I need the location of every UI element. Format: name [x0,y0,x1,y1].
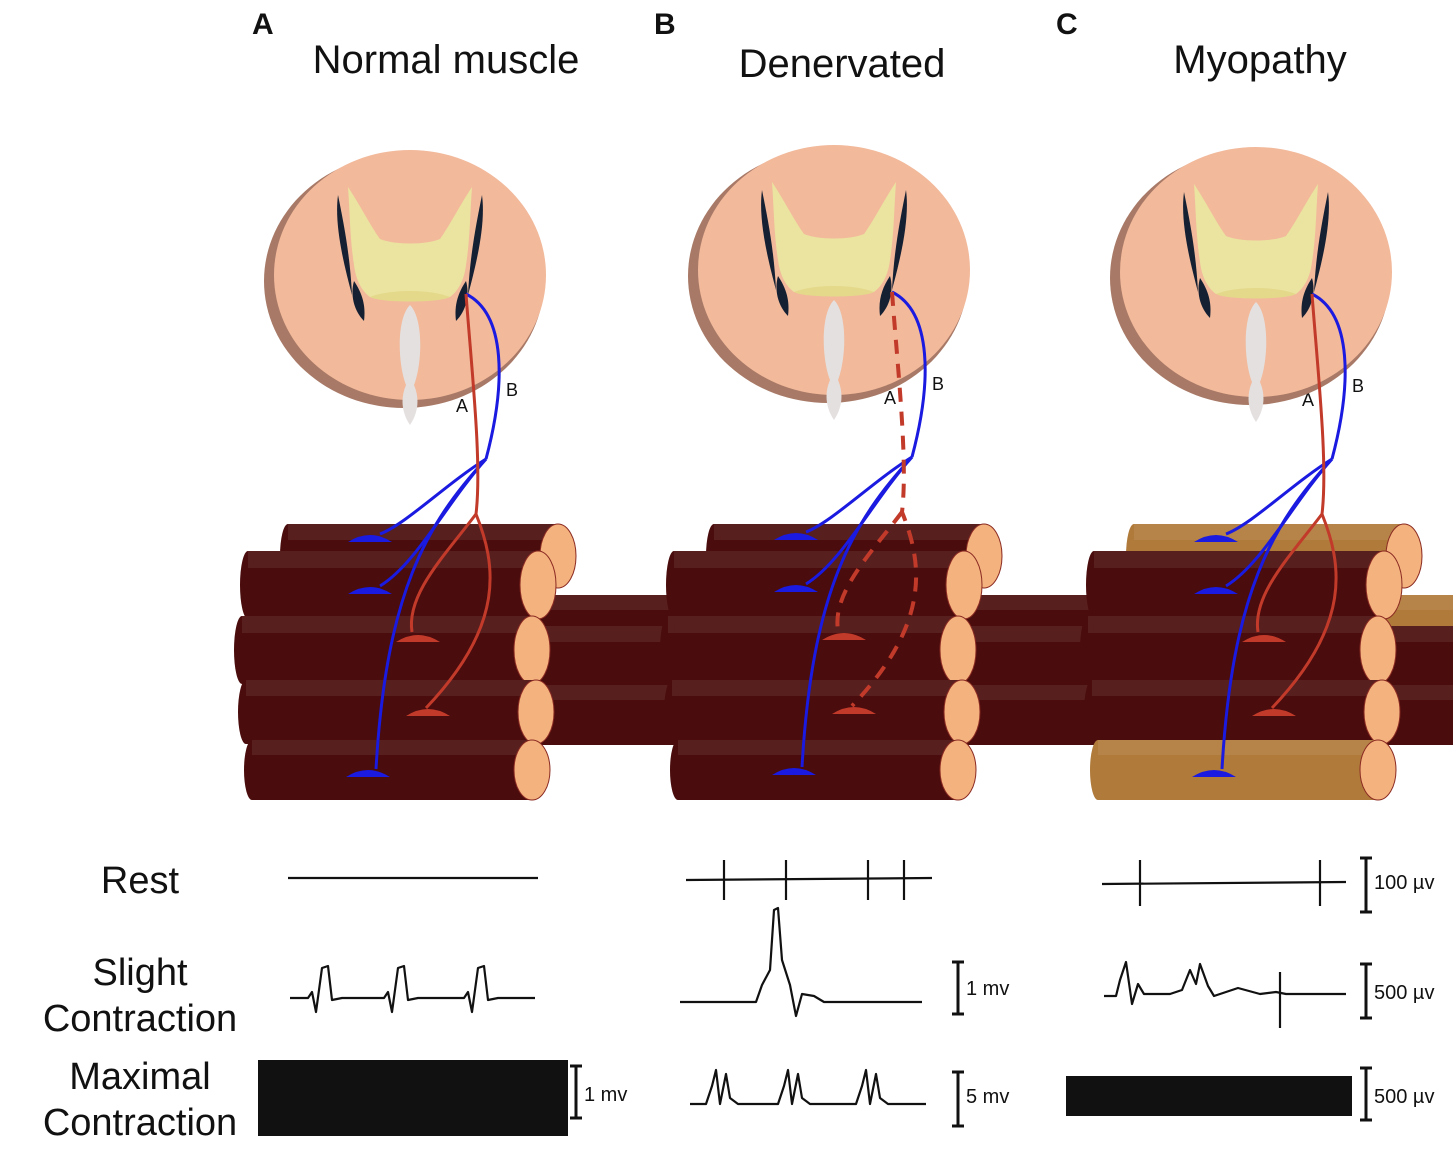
axon-a-branch-c [1255,513,1324,633]
endplate-b3-a [346,770,390,777]
row-label-slight: Slight Contraction [42,952,238,1040]
scale-bar-a-maximal [570,1064,582,1120]
muscle-fiber-c-6 [1084,679,1401,745]
scale-label-a-maximal: 1 mv [584,1084,628,1106]
endplate-b1-c [1194,535,1238,542]
muscle-fiber-c-7 [1090,739,1397,801]
spinal-cord-c [1110,147,1392,422]
endplate-b2-c [1194,587,1238,594]
scale-bar-b-slight [952,960,964,1016]
muscle-fiber-c-2 [1086,550,1403,620]
endplate-a2-a [406,709,450,716]
endplate-a1-b [822,633,866,640]
muscle-fiber-a-4 [234,615,551,685]
nerve-label-b-panel-b: B [932,374,945,394]
spinal-cord-a [264,150,546,425]
panel-letter-b: B [654,8,676,41]
nerve-label-b-panel-a: B [506,380,519,400]
trace-b-maximal [690,1068,926,1106]
muscle-fiber-b-2 [666,550,983,620]
axon-b-b [891,290,927,458]
scale-label-b-slight: 1 mv [966,978,1010,1000]
axon-b-branch3-c [1220,457,1334,770]
row-label-rest: Rest [100,860,180,902]
panel-title-b: Denervated [738,42,946,86]
axon-b-branch1-c [1225,457,1333,536]
endplate-a2-c [1252,709,1296,716]
panel-letter-c: C [1056,8,1078,41]
axon-a-branch-a [409,513,478,633]
trace-a-slight [290,964,535,1014]
scale-label-c-maximal: 500 µv [1374,1086,1435,1108]
muscle-fiber-b-7 [670,739,977,801]
axon-b-branch1-b [805,455,913,534]
trace-b-slight [680,906,922,1018]
muscle-fiber-b-4 [660,615,977,685]
nerve-label-a-panel-a: A [456,396,469,416]
spinal-cord-b [688,145,970,420]
endplate-a1-c [1242,635,1286,642]
axon-a-branch-b [835,510,904,631]
endplate-b3-b [772,768,816,775]
trace-c-slight [1104,960,1346,1006]
scale-bar-c-maximal [1360,1066,1372,1122]
nerve-label-a-panel-c: A [1302,390,1315,410]
scale-label-c-slight: 500 µv [1374,982,1435,1004]
muscle-fiber-a-7 [244,739,551,801]
scale-label-c-rest: 100 µv [1374,872,1435,894]
nerve-label-b-panel-c: B [1352,376,1365,396]
muscle-fiber-a-6 [238,679,555,745]
axon-b-branch1-a [379,457,487,536]
axon-b-c [1311,292,1347,460]
endplate-a1-a [396,635,440,642]
axon-b-a [465,292,501,460]
nerve-label-a-panel-b: A [884,388,897,408]
trace-b-rest [685,876,933,882]
endplate-b2-b [774,585,818,592]
muscle-fiber-c-4 [1080,615,1397,685]
axon-b-branch3-b [800,455,914,768]
panel-letter-a: A [252,8,274,41]
scale-bar-c-rest [1360,856,1372,914]
trace-a-maximal [258,1060,568,1136]
endplate-b1-a [348,535,392,542]
endplate-a2-b [832,707,876,714]
axon-b-branch3-a [374,457,488,770]
trace-c-maximal [1066,1076,1352,1116]
endplate-b2-a [348,587,392,594]
endplate-b1-b [774,533,818,540]
panel-title-a: Normal muscle [312,38,580,82]
scale-bar-b-maximal [952,1070,964,1128]
scale-bar-c-slight [1360,962,1372,1020]
muscle-fiber-b-6 [664,679,981,745]
panel-title-c: Myopathy [1173,38,1347,82]
row-label-maximal: Maximal Contraction [42,1056,238,1144]
trace-c-rest [1101,880,1347,886]
muscle-fiber-a-2 [240,550,557,620]
endplate-b3-c [1192,770,1236,777]
scale-label-b-maximal: 5 mv [966,1086,1010,1108]
